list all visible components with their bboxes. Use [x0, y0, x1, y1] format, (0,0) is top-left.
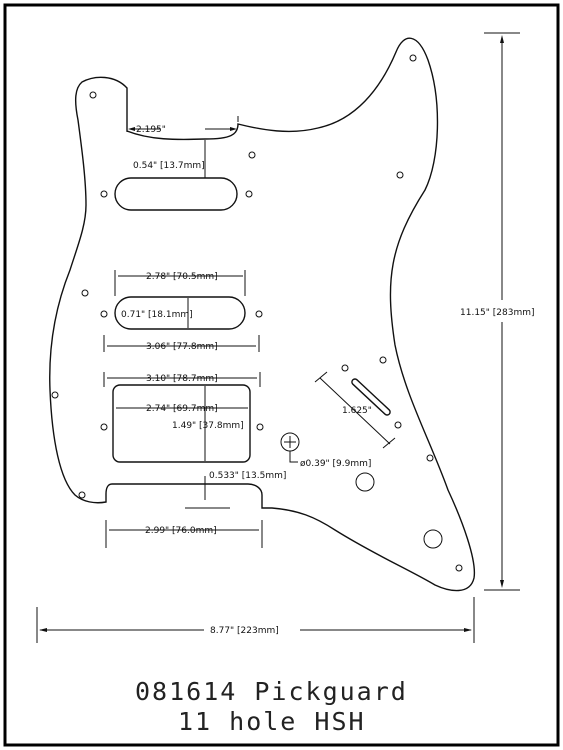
switch-screw-hole [394, 421, 402, 429]
screw-hole [426, 454, 434, 462]
switch-slot [351, 378, 391, 416]
title-line-1: 081614 Pickguard [135, 677, 408, 706]
neck-width-label: 2.195" [136, 125, 166, 135]
humbucker-cutout [112, 384, 251, 463]
humbucker-width-label: 1.49" [37.8mm] [172, 421, 244, 431]
title-line-2: 11 hole HSH [178, 707, 366, 736]
humbucker-mount-label: 3.10" [78.7mm] [146, 374, 218, 384]
overall-width-label: 8.77" [223mm] [210, 626, 279, 636]
drawing-frame [3, 3, 560, 747]
single-coil-length-label: 2.78" [70.5mm] [146, 272, 218, 282]
switch-screw-hole [341, 364, 349, 372]
pot-hole [355, 472, 375, 492]
overall-height-label: 11.15" [283mm] [460, 308, 535, 318]
single-coil-mount-label: 3.06" [77.8mm] [146, 342, 218, 352]
mount-hole [255, 310, 263, 318]
screw-hole [455, 564, 463, 572]
mount-hole [245, 190, 253, 198]
mount-hole [256, 423, 264, 431]
screw-hole [78, 491, 86, 499]
switch-slot-label: 1.625" [342, 406, 372, 416]
mount-hole [100, 423, 108, 431]
pot-hole-label: ø0.39" [9.9mm] [300, 459, 371, 469]
humbucker-length-label: 2.74" [69.7mm] [146, 404, 218, 414]
screw-hole [248, 151, 256, 159]
screw-hole [379, 356, 387, 364]
screw-hole [81, 289, 89, 297]
mount-hole [100, 190, 108, 198]
neck-offset-label: 0.54" [13.7mm] [133, 161, 205, 171]
bridge-offset-label: 0.533" [13.5mm] [209, 471, 286, 481]
screw-hole [51, 391, 59, 399]
mount-hole [100, 310, 108, 318]
screw-hole [396, 171, 404, 179]
screw-hole [409, 54, 417, 62]
screw-hole [89, 91, 97, 99]
neck-pickup-cutout [114, 177, 238, 211]
middle-pickup-cutout [114, 296, 246, 330]
pickguard-outline [49, 37, 476, 592]
pot-hole [423, 529, 443, 549]
single-coil-width-label: 0.71" [18.1mm] [121, 310, 193, 320]
bridge-cut-label: 2.99" [76.0mm] [145, 526, 217, 536]
